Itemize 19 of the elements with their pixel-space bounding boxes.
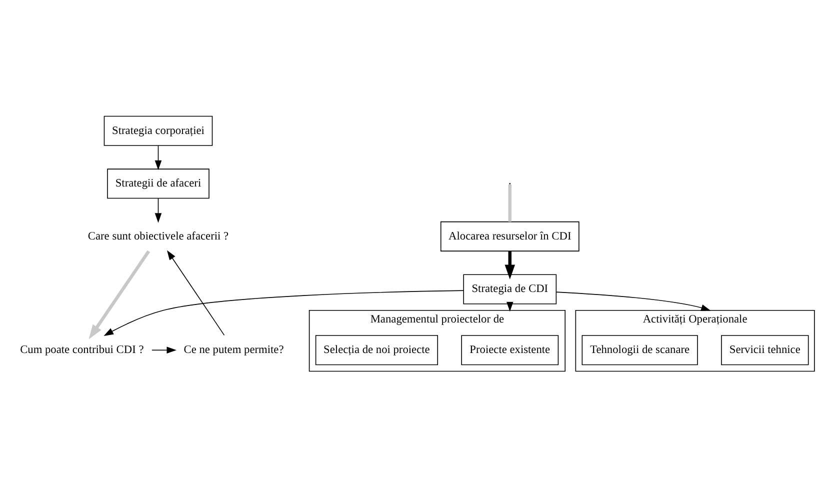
node-box: Proiecte existente bbox=[461, 335, 559, 366]
node-box: Strategii de afaceri bbox=[107, 168, 210, 199]
node-text: Cum poate contribui CDI ? bbox=[20, 344, 144, 356]
connector bbox=[508, 184, 512, 222]
node-box: Servicii tehnice bbox=[721, 335, 809, 366]
arrow bbox=[166, 250, 225, 336]
arrow bbox=[154, 198, 162, 223]
arrow bbox=[504, 251, 516, 280]
arrow bbox=[152, 346, 176, 354]
node-text: Care sunt obiectivele afacerii ? bbox=[88, 230, 229, 242]
arrow bbox=[104, 290, 464, 336]
node-box: Strategia corporației bbox=[104, 116, 213, 146]
node-text: Ce ne putem permite? bbox=[184, 344, 284, 356]
node-box: Selecția de noi proiecte bbox=[315, 335, 438, 366]
node-box: Alocarea resurselor în CDI bbox=[440, 221, 580, 252]
arrow bbox=[556, 292, 711, 312]
arrow bbox=[154, 145, 162, 170]
arrow bbox=[88, 250, 150, 340]
node-box: Tehnologii de scanare bbox=[582, 335, 698, 366]
